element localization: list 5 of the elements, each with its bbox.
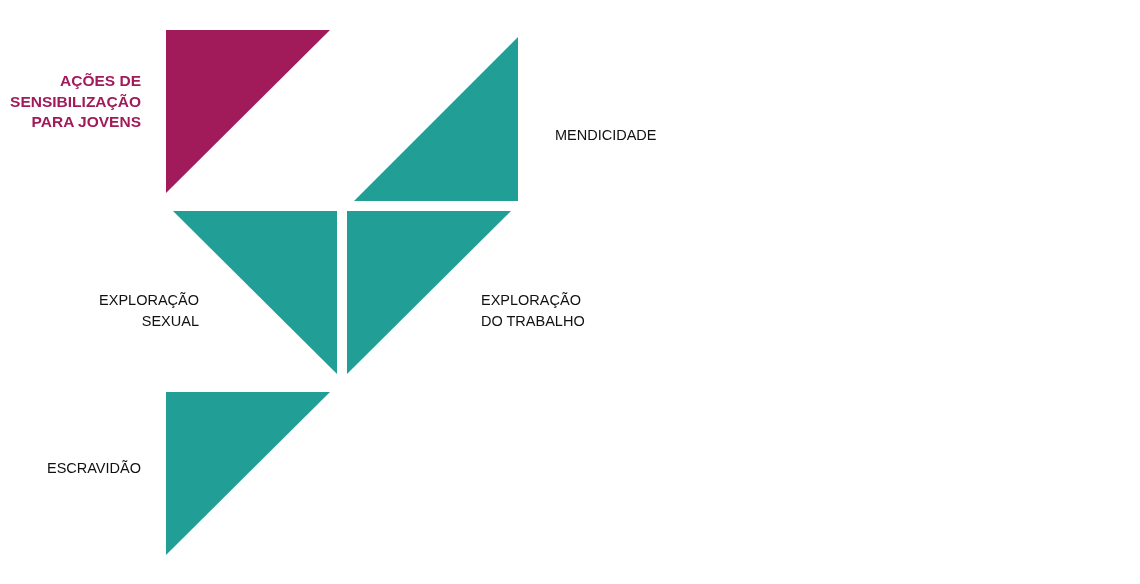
category-label: AÇÕES DE SENSIBILIZAÇÃO PARA JOVENS	[9, 71, 141, 132]
category-label: ESCRAVIDÃO	[46, 459, 141, 478]
category-label: MENDICIDADE	[555, 126, 658, 145]
category-label: EXPLORAÇÃO DO TRABALHO	[481, 291, 586, 331]
category-label: EXPLORAÇÃO SEXUAL	[98, 291, 199, 331]
